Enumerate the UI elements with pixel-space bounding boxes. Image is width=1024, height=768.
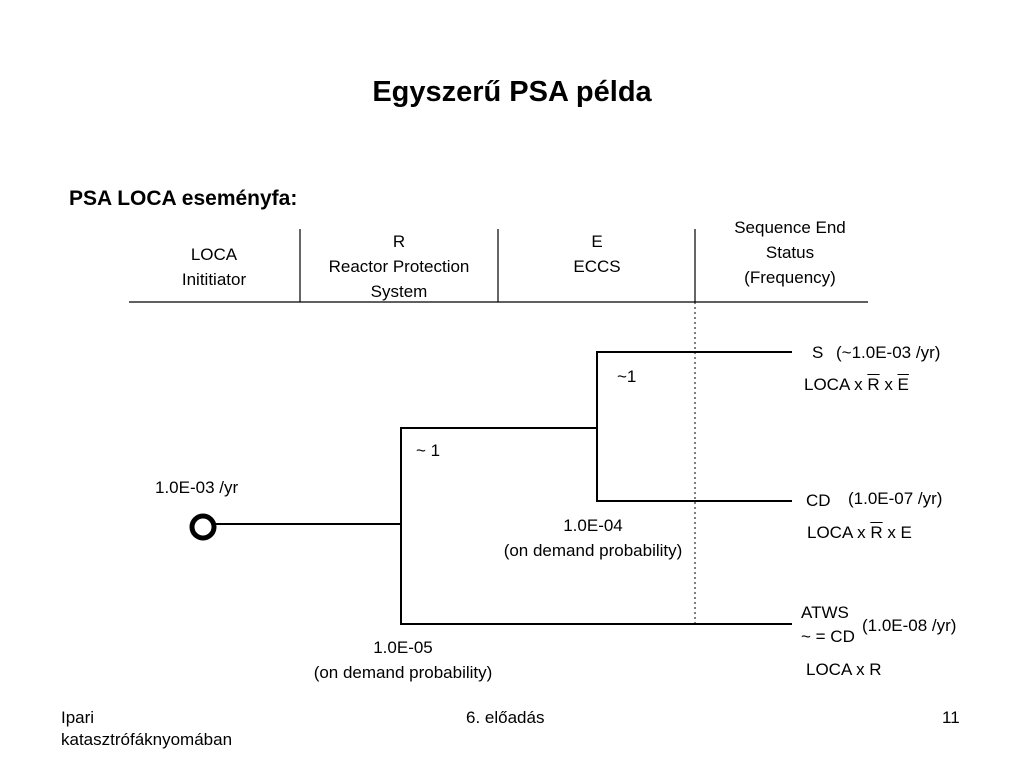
- initiator-node: [189, 513, 217, 541]
- outcome-cd-formula: LOCA x R x E: [807, 520, 912, 545]
- eccs-failure-note: (on demand probability): [503, 541, 683, 560]
- header-loca: LOCA Inititiator: [150, 242, 278, 292]
- outcome-s-formula-c: x: [879, 375, 898, 394]
- outcome-s-formula-e: E: [897, 375, 909, 394]
- header-status: Sequence End Status (Frequency): [700, 215, 880, 290]
- rps-failure-note: (on demand probability): [313, 663, 493, 682]
- header-loca-line1: LOCA: [190, 245, 238, 264]
- header-e-line1: E: [591, 232, 603, 251]
- outcome-s-frequency: (~1.0E-03 /yr): [836, 343, 941, 362]
- eccs-failure-value: 1.0E-04: [563, 516, 623, 535]
- outcome-cd-formula-c: x E: [882, 523, 912, 542]
- initiator-frequency: 1.0E-03 /yr: [155, 478, 239, 497]
- header-e: E ECCS: [498, 229, 696, 279]
- header-status-line2: Status: [765, 243, 815, 262]
- header-loca-line2: Inititiator: [181, 270, 247, 289]
- outcome-s-formula-a: LOCA x: [804, 375, 868, 394]
- header-r-line2: Reactor Protection: [328, 257, 470, 276]
- footer-course-line2: katasztrófáknyomában: [61, 730, 233, 749]
- rps-failure-probability: 1.0E-05 (on demand probability): [292, 635, 514, 685]
- header-status-line1: Sequence End: [734, 218, 846, 237]
- outcome-s-code: S: [812, 343, 824, 362]
- footer-lecture: 6. előadás: [466, 708, 545, 727]
- header-r-line3: System: [370, 282, 428, 301]
- outcome-s-formula: LOCA x R x E: [804, 372, 909, 397]
- outcome-cd-formula-a: LOCA x: [807, 523, 871, 542]
- eccs-failure-probability: 1.0E-04 (on demand probability): [482, 513, 704, 563]
- slide-subtitle: PSA LOCA eseményfa:: [69, 187, 298, 210]
- outcome-cd-frequency: (1.0E-07 /yr): [848, 489, 943, 508]
- header-r-line1: R: [392, 232, 406, 251]
- rps-success-probability: ~ 1: [416, 441, 441, 460]
- slide-title: Egyszerű PSA példa: [372, 76, 652, 108]
- rps-failure-value: 1.0E-05: [373, 638, 433, 657]
- outcome-atws-formula: LOCA x R: [806, 660, 882, 679]
- header-status-line3: (Frequency): [744, 268, 836, 287]
- outcome-atws-code-line1: ATWS: [801, 603, 849, 622]
- outcome-cd-code: CD: [806, 491, 831, 510]
- footer-course: Ipari katasztrófáknyomában: [61, 707, 232, 751]
- eccs-success-probability: ~1: [617, 367, 637, 386]
- footer-course-line1: Ipari: [61, 708, 95, 727]
- outcome-atws-code: ATWS ~ = CD: [801, 601, 855, 649]
- header-e-line2: ECCS: [573, 257, 621, 276]
- header-r: R Reactor Protection System: [300, 229, 498, 304]
- page-number: 11: [942, 708, 960, 727]
- outcome-cd-formula-r: R: [870, 523, 883, 542]
- outcome-atws-frequency: (1.0E-08 /yr): [862, 616, 957, 635]
- outcome-atws-code-line2: ~ = CD: [801, 627, 855, 646]
- outcome-s-formula-r: R: [867, 375, 880, 394]
